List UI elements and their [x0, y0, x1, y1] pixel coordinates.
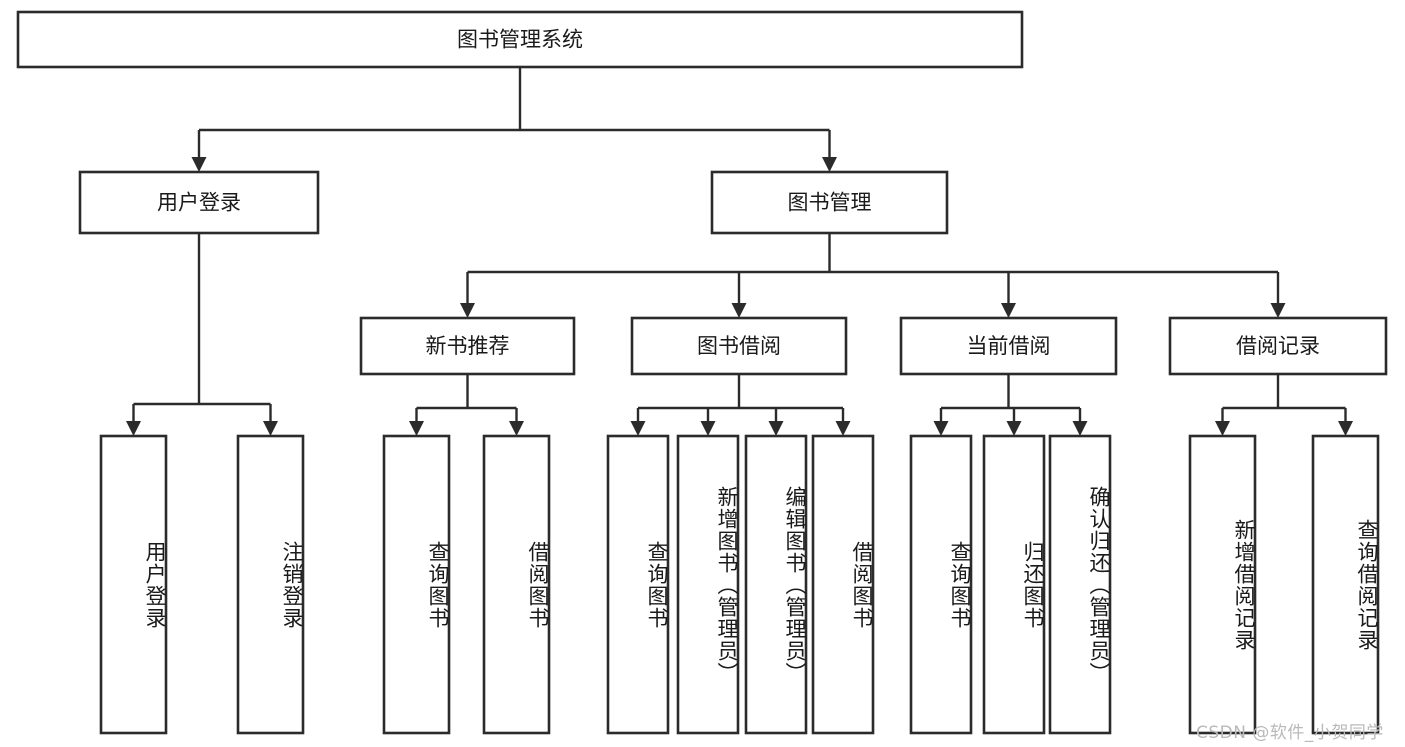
arrow-down-icon-book-borrow-1 [700, 421, 716, 436]
node-box-leaf-query-borrow-record[interactable] [1311, 434, 1380, 735]
arrow-down-icon-bookmgmt-0 [460, 303, 475, 318]
node-label-new-book-recommend: 新书推荐 [426, 334, 510, 358]
arrow-down-icon-book-borrow-0 [630, 421, 646, 436]
arrow-down-icon-book-borrow-2 [768, 421, 784, 436]
node-box-leaf-user-login[interactable] [99, 434, 168, 735]
node-box-leaf-borrow-book[interactable] [811, 434, 875, 735]
node-label-current-borrow: 当前借阅 [967, 334, 1051, 358]
node-box-leaf-query-book-recommend[interactable] [382, 434, 451, 735]
node-box-leaf-confirm-return[interactable] [1048, 434, 1112, 735]
node-box-current-borrow[interactable] [899, 316, 1118, 376]
arrow-down-icon-userlogin-1 [263, 421, 278, 436]
node-box-leaf-query-book-current[interactable] [909, 434, 973, 735]
connectors-layer [126, 67, 1353, 436]
arrow-down-icon-root-0 [191, 157, 207, 172]
arrow-down-icon-current-borrow-2 [1072, 421, 1088, 436]
node-label-book-management: 图书管理 [788, 191, 872, 215]
arrow-down-icon-bookmgmt-1 [731, 303, 747, 318]
node-box-leaf-add-book[interactable] [676, 434, 740, 735]
node-box-leaf-logout-login[interactable] [236, 434, 305, 735]
node-box-borrow-record[interactable] [1168, 316, 1388, 376]
arrow-down-icon-bookmgmt-3 [1270, 303, 1286, 318]
node-box-leaf-add-borrow-record[interactable] [1188, 434, 1257, 735]
arrow-down-icon-new-book-recommend-0 [409, 421, 424, 436]
node-box-new-book-recommend[interactable] [359, 316, 576, 376]
arrow-down-icon-borrow-record-0 [1215, 421, 1230, 436]
node-label-book-borrow: 图书借阅 [697, 334, 781, 358]
node-box-book-borrow[interactable] [630, 316, 848, 376]
node-label-borrow-record: 借阅记录 [1236, 334, 1320, 358]
node-box-leaf-query-book-borrow[interactable] [606, 434, 670, 735]
node-box-user-login[interactable] [78, 170, 320, 235]
node-box-leaf-return-book[interactable] [982, 434, 1046, 735]
arrow-down-icon-current-borrow-0 [933, 421, 949, 436]
boxes-layer [16, 10, 1388, 735]
arrow-down-icon-bookmgmt-2 [1001, 303, 1016, 318]
arrow-down-icon-book-borrow-3 [835, 421, 851, 436]
node-label-user-login: 用户登录 [157, 191, 241, 215]
arrow-down-icon-borrow-record-1 [1338, 421, 1353, 436]
node-box-root[interactable] [16, 10, 1024, 69]
node-box-leaf-borrow-book-recommend[interactable] [482, 434, 551, 735]
node-box-leaf-edit-book[interactable] [744, 434, 808, 735]
arrow-down-icon-userlogin-0 [126, 421, 141, 436]
arrow-down-icon-root-1 [822, 157, 837, 172]
node-box-book-management[interactable] [710, 170, 949, 235]
csdn-watermark: CSDN @软件_小贺同学 [1196, 723, 1384, 743]
node-label-root: 图书管理系统 [457, 28, 583, 52]
arrow-down-icon-new-book-recommend-1 [509, 421, 524, 436]
arrow-down-icon-current-borrow-1 [1006, 421, 1022, 436]
